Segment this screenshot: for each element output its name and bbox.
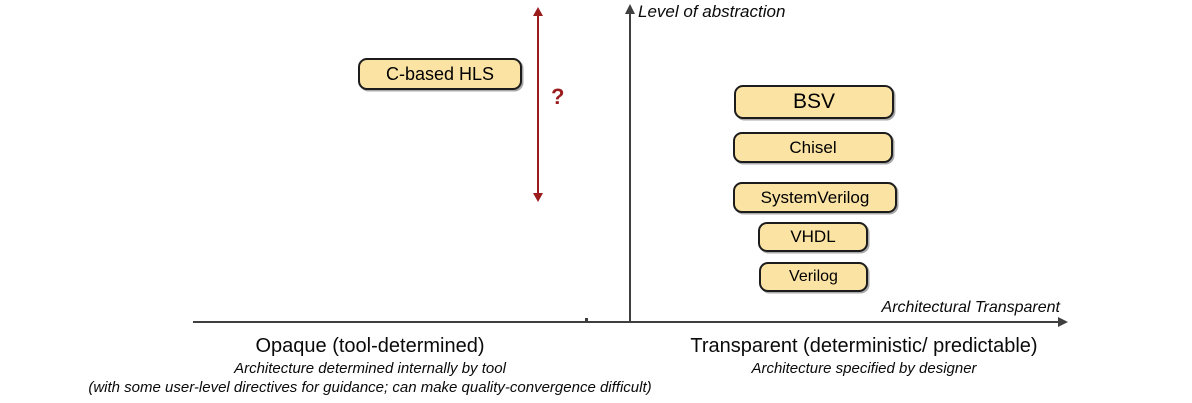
language-box-systemverilog: SystemVerilog [733, 182, 897, 213]
y-axis-label: Level of abstraction [638, 2, 786, 21]
y-axis-line [629, 10, 631, 322]
language-box-c-based-hls: C-based HLS [358, 58, 522, 90]
language-box-verilog: Verilog [759, 262, 868, 292]
language-box-vhdl: VHDL [758, 222, 868, 252]
language-box-bsv: BSV [734, 85, 894, 119]
x-axis-label: Architectural Transparent [881, 299, 1060, 316]
x-axis-tick [585, 318, 588, 323]
language-box-label: SystemVerilog [760, 187, 870, 207]
uncertainty-double-arrow [537, 14, 539, 194]
language-box-chisel: Chisel [733, 132, 893, 163]
uncertainty-arrow-up-icon [533, 7, 543, 16]
opaque-caption-block: Opaque (tool-determined) Architecture de… [40, 334, 700, 397]
x-axis-line [193, 321, 1061, 323]
transparent-title: Transparent (deterministic/ predictable) [690, 335, 1038, 357]
uncertainty-arrow-down-icon [533, 193, 543, 202]
language-box-label: C-based HLS [385, 63, 495, 84]
transparent-caption-block: Transparent (deterministic/ predictable)… [664, 334, 1064, 378]
opaque-subtitle: Architecture determined internally by to… [234, 360, 506, 377]
x-axis-arrow-icon [1058, 317, 1068, 327]
question-mark-label: ? [551, 84, 565, 109]
opaque-note: (with some user-level directives for gui… [88, 379, 652, 396]
transparent-subtitle: Architecture specified by designer [751, 360, 977, 377]
language-box-label: BSV [792, 90, 836, 113]
y-axis-arrow-icon [625, 4, 635, 14]
language-box-label: Chisel [789, 137, 837, 157]
language-box-label: Verilog [789, 268, 838, 285]
opaque-title: Opaque (tool-determined) [255, 335, 485, 357]
language-box-label: VHDL [790, 227, 836, 246]
